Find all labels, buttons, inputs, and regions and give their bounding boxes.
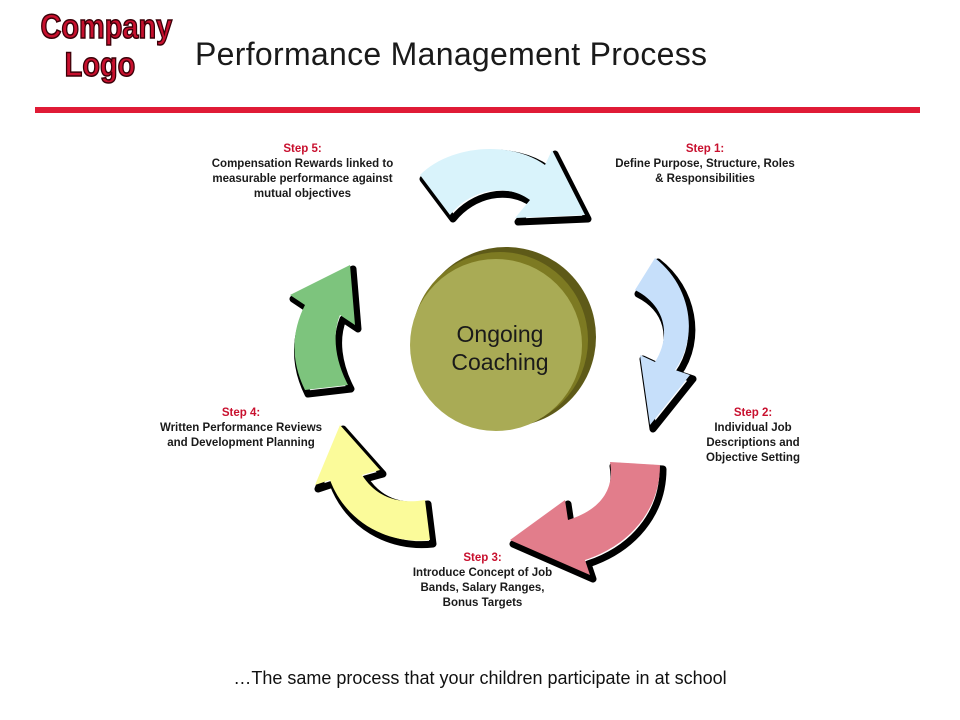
step-5-label: Step 5: Compensation Rewards linked to m… [195,142,410,202]
title-divider [35,107,920,113]
step-4-arrow [314,425,437,549]
center-label-line-2: Coaching [451,349,549,375]
footer-caption: …The same process that your children par… [233,668,727,688]
step-3-label: Step 3: Introduce Concept of Job Bands, … [405,551,560,611]
step-4-text: Written Performance Reviews and Developm… [159,422,323,449]
company-logo: Company Logo [40,7,173,85]
step-2-heading: Step 2: [733,407,773,419]
step-5-heading: Step 5: [283,143,322,155]
step-1-text: Define Purpose, Structure, Roles & Respo… [615,158,795,185]
logo-line-1: Company [40,7,173,47]
step-3-heading: Step 3: [463,552,502,564]
step-2-text: Individual Job Descriptions and Objectiv… [706,422,800,464]
step-3-text: Introduce Concept of Job Bands, Salary R… [412,567,553,609]
page-title: Performance Management Process [195,36,708,72]
step-4-label: Step 4: Written Performance Reviews and … [155,406,327,451]
step-5-arrow [289,265,362,398]
logo-line-2: Logo [64,45,136,85]
center-label-line-1: Ongoing [456,321,544,347]
step-2-arrow [634,258,697,433]
step-1-heading: Step 1: [685,143,725,155]
center-circle [410,247,596,431]
step-3-arrow [509,462,667,583]
step-5-text: Compensation Rewards linked to measurabl… [211,158,394,200]
step-2-label: Step 2: Individual Job Descriptions and … [693,406,813,466]
step-1-label: Step 1: Define Purpose, Structure, Roles… [615,142,795,187]
step-1-arrow [419,148,592,226]
step-4-heading: Step 4: [221,407,261,419]
center-label: Ongoing Coaching [410,320,590,376]
